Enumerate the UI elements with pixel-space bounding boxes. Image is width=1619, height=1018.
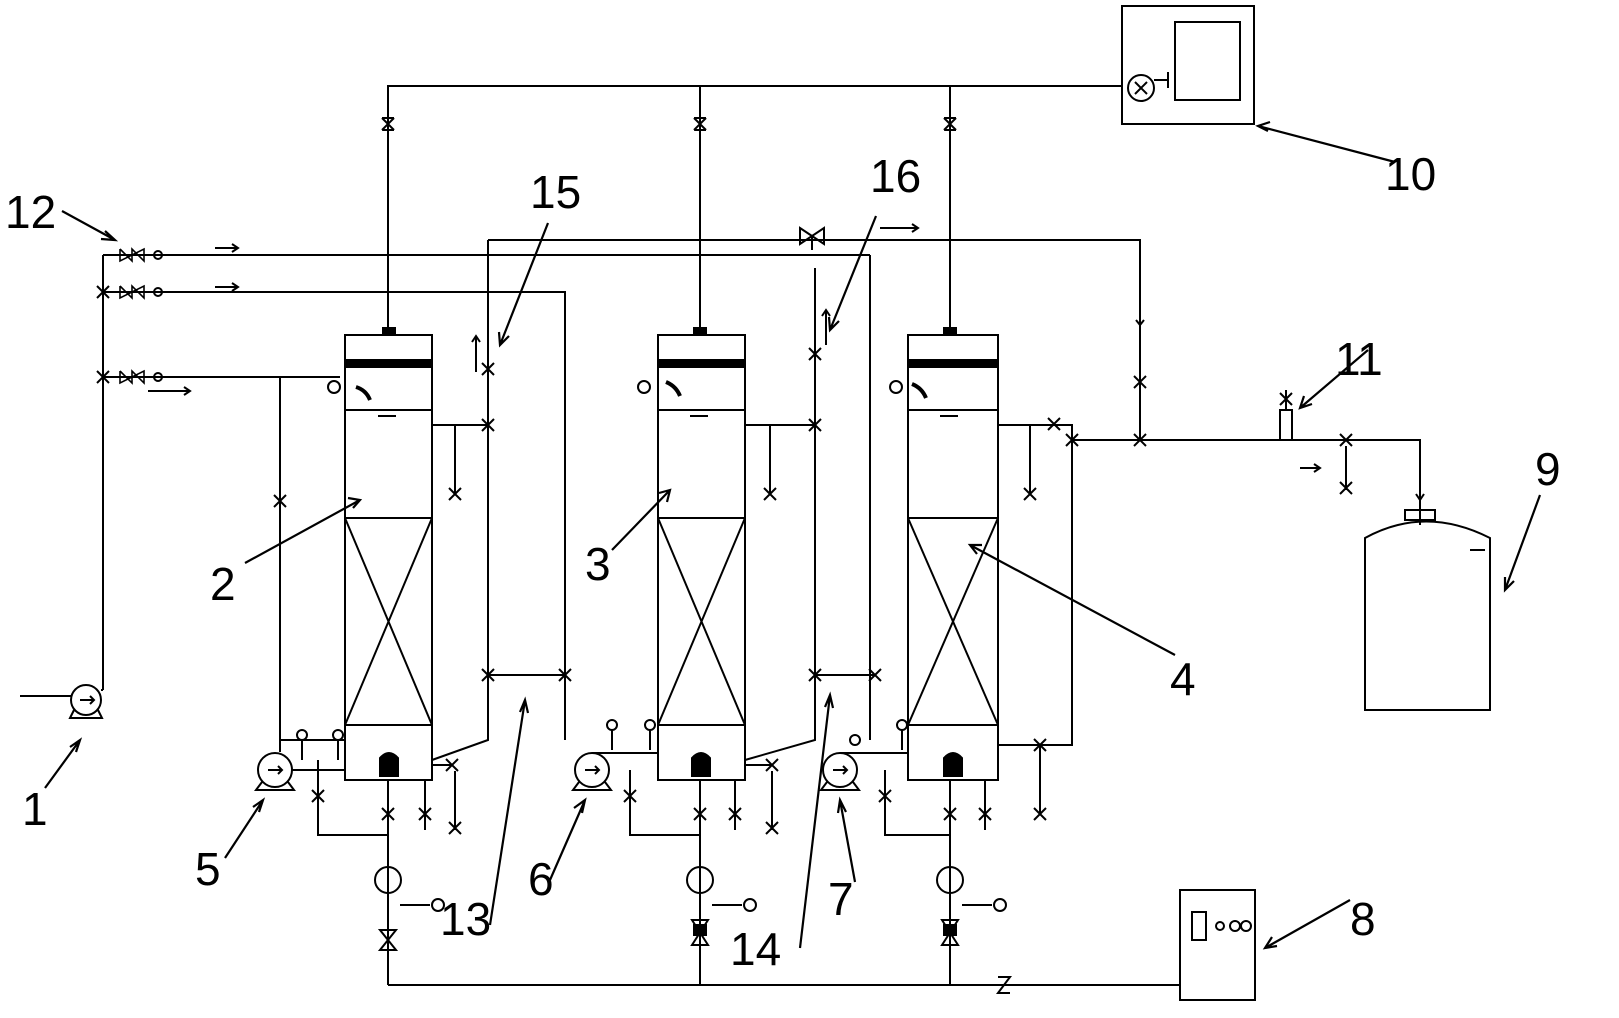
recirc-pump-7 [819, 719, 950, 836]
product-tank [1364, 509, 1491, 711]
label-7: 7 [828, 873, 854, 925]
vent-fitting [1279, 390, 1425, 525]
label-16: 16 [870, 150, 921, 202]
recirc-pump-6 [571, 719, 700, 836]
feed-pump [20, 684, 104, 719]
label-9: 9 [1535, 443, 1561, 495]
reactor-column-4 [889, 327, 999, 781]
control-cabinet [1179, 889, 1256, 1001]
bottom-drain-col4 [936, 780, 1007, 985]
bottom-drain-col3 [686, 780, 757, 985]
label-5: 5 [195, 843, 221, 895]
label-6: 6 [528, 853, 554, 905]
top-gas-header [381, 85, 1122, 335]
label-12: 12 [5, 186, 56, 238]
label-8: 8 [1350, 893, 1376, 945]
outlet-line [998, 417, 1290, 821]
bottom-common-line [388, 976, 1180, 994]
label-10: 10 [1385, 148, 1436, 200]
recirc-pump-5 [254, 377, 388, 836]
bottom-drain-col2 [374, 780, 445, 985]
leader-arrows [44, 120, 1542, 950]
label-3: 3 [585, 538, 611, 590]
recycle-line [488, 223, 1147, 440]
label-13: 13 [440, 893, 491, 945]
label-14: 14 [730, 923, 781, 975]
transfer-line-14 [744, 268, 882, 835]
label-11: 11 [1335, 333, 1383, 385]
feed-lines [96, 243, 871, 740]
label-15: 15 [530, 166, 581, 218]
number-labels: 1 2 3 4 5 6 7 8 9 10 11 12 13 14 15 16 [5, 148, 1561, 975]
reactor-column-3 [637, 327, 746, 781]
label-1: 1 [22, 783, 48, 835]
transfer-line-13 [431, 240, 572, 835]
blower-unit [1121, 5, 1255, 125]
label-4: 4 [1170, 653, 1196, 705]
label-2: 2 [210, 558, 236, 610]
reactor-column-2 [327, 327, 433, 781]
